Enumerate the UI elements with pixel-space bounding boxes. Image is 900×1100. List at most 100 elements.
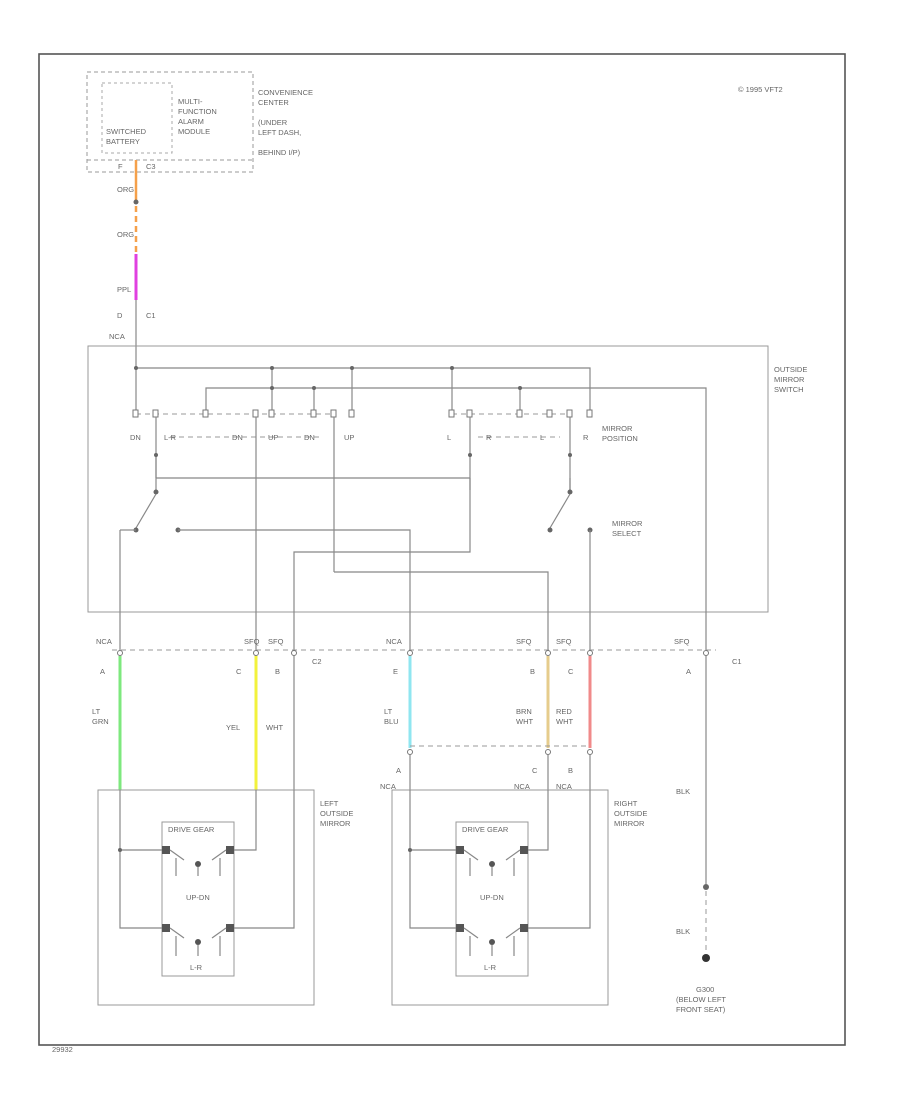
right-mirror-label-1: RIGHT — [614, 799, 638, 808]
conn-right-sfq-3: SFQ — [674, 637, 690, 646]
brn-wht-label-1: BRN — [516, 707, 532, 716]
left-mirror-label-3: MIRROR — [320, 819, 351, 828]
left-mirror-label-2: OUTSIDE — [320, 809, 353, 818]
colored-wires: LT GRN YEL WHT LT BLU BRN WHT RED WHT — [92, 656, 707, 884]
right-mirror-connector: A C B NCA NCA NCA — [380, 745, 593, 791]
module-location-1: CONVENIENCE — [258, 88, 313, 97]
right-select-switch — [547, 489, 593, 650]
lt-blu-label-1: LT — [384, 707, 393, 716]
conn-right-pin-b: B — [530, 667, 535, 676]
lower-pin-a: A — [396, 766, 401, 775]
blk-label-2: BLK — [676, 927, 690, 936]
org-label-2: ORG — [117, 230, 134, 239]
conn-left-pin-a: A — [100, 667, 105, 676]
switch-label-3: SWITCH — [774, 385, 804, 394]
diagram-frame — [38, 53, 846, 1046]
ground-circuit: BLK BLK G300 (BELOW LEFT FRONT SEAT) — [676, 787, 726, 1014]
copyright-note: © 1995 VFT2 — [738, 85, 783, 94]
yel-label: YEL — [226, 723, 240, 732]
ground-location-2: (BELOW LEFT — [676, 995, 726, 1004]
red-wht-label-1: RED — [556, 707, 572, 716]
module-location-2: CENTER — [258, 98, 289, 107]
right-l-r: L-R — [484, 963, 497, 972]
lower-pin-c: C — [532, 766, 538, 775]
connector-row: NCA SFQ SFQ A C B C2 NCA SFQ SFQ SFQ E B… — [96, 637, 742, 676]
conn-left-c2: C2 — [312, 657, 322, 666]
mirror-select-2: SELECT — [612, 529, 642, 538]
pos-label-dn-1: DN — [130, 433, 141, 442]
conn-right-pin-e: E — [393, 667, 398, 676]
right-outside-mirror: RIGHT OUTSIDE MIRROR DRIVE GEAR UP-DN L-… — [391, 789, 647, 1006]
lower-pin-b: B — [568, 766, 573, 775]
module-location-3: (UNDER — [258, 118, 288, 127]
pos-label-l-1: L — [447, 433, 451, 442]
switched-battery-2: BATTERY — [106, 137, 140, 146]
left-up-dn: UP-DN — [186, 893, 210, 902]
module-label-4: MODULE — [178, 127, 210, 136]
org-label-1: ORG — [117, 185, 134, 194]
footer-code: 29932 — [52, 1045, 73, 1054]
module-label-2: FUNCTION — [178, 107, 217, 116]
left-drive-gear: DRIVE GEAR — [168, 825, 215, 834]
pos-label-l-2: L — [540, 433, 544, 442]
alarm-module: MULTI- FUNCTION ALARM MODULE SWITCHED BA… — [86, 71, 313, 173]
pos-label-r-2: R — [583, 433, 589, 442]
conn-left-pin-c: C — [236, 667, 242, 676]
wht-label-left: WHT — [266, 723, 283, 732]
pos-label-dn-2: DN — [232, 433, 243, 442]
red-wht-label-2: WHT — [556, 717, 573, 726]
module-label-3: ALARM — [178, 117, 204, 126]
left-select-switch — [120, 489, 411, 650]
right-motor-lower — [456, 924, 528, 956]
conn-left-pin-b: B — [275, 667, 280, 676]
ground-splice — [703, 884, 709, 890]
pin-d: D — [117, 311, 123, 320]
module-label-1: MULTI- — [178, 97, 203, 106]
lower-nca-1: NCA — [380, 782, 396, 791]
pos-label-lr: L-R — [164, 433, 177, 442]
mirror-select-1: MIRROR — [612, 519, 643, 528]
right-up-dn: UP-DN — [480, 893, 504, 902]
lt-grn-label-1: LT — [92, 707, 101, 716]
right-mirror-label-2: OUTSIDE — [614, 809, 647, 818]
lt-blu-label-2: BLU — [384, 717, 399, 726]
mirror-position-2: POSITION — [602, 434, 638, 443]
feed-wire: ORG ORG PPL D C1 NCA — [109, 160, 156, 368]
lower-nca-3: NCA — [556, 782, 572, 791]
switch-label-2: MIRROR — [774, 375, 805, 384]
module-pin-f: F — [118, 162, 123, 171]
nca-label: NCA — [109, 332, 125, 341]
mirror-position-1: MIRROR — [602, 424, 633, 433]
left-mirror-label-1: LEFT — [320, 799, 339, 808]
brn-wht-label-2: WHT — [516, 717, 533, 726]
ground-point — [702, 954, 710, 962]
ppl-label: PPL — [117, 285, 131, 294]
conn-right-sfq-1: SFQ — [516, 637, 532, 646]
conn-left-sfq-2: SFQ — [268, 637, 284, 646]
blk-label-1: BLK — [676, 787, 690, 796]
pos-label-dn-3: DN — [304, 433, 315, 442]
position-contacts — [132, 409, 593, 418]
left-outside-mirror: LEFT OUTSIDE MIRROR DRIVE GEAR UP-DN L-R — [97, 789, 353, 1006]
conn-right-pin-c: C — [568, 667, 574, 676]
conn-left-sfq-1: SFQ — [244, 637, 260, 646]
conn-right-c1: C1 — [732, 657, 742, 666]
module-conn-c3: C3 — [146, 162, 156, 171]
pos-label-up-2: UP — [344, 433, 354, 442]
conn-right-pin-a: A — [686, 667, 691, 676]
module-location-5: BEHIND I/P) — [258, 148, 301, 157]
right-drive-gear: DRIVE GEAR — [462, 825, 509, 834]
switched-battery-1: SWITCHED — [106, 127, 147, 136]
conn-right-nca: NCA — [386, 637, 402, 646]
lt-grn-label-2: GRN — [92, 717, 109, 726]
pos-label-r-1: R — [486, 433, 492, 442]
ground-location-3: FRONT SEAT) — [676, 1005, 726, 1014]
pos-label-up-1: UP — [268, 433, 278, 442]
left-motor-lower — [162, 924, 234, 956]
right-motor-upper — [456, 846, 528, 876]
right-mirror-label-3: MIRROR — [614, 819, 645, 828]
splice-dot — [133, 199, 139, 205]
module-location-4: LEFT DASH, — [258, 128, 301, 137]
conn-right-sfq-2: SFQ — [556, 637, 572, 646]
